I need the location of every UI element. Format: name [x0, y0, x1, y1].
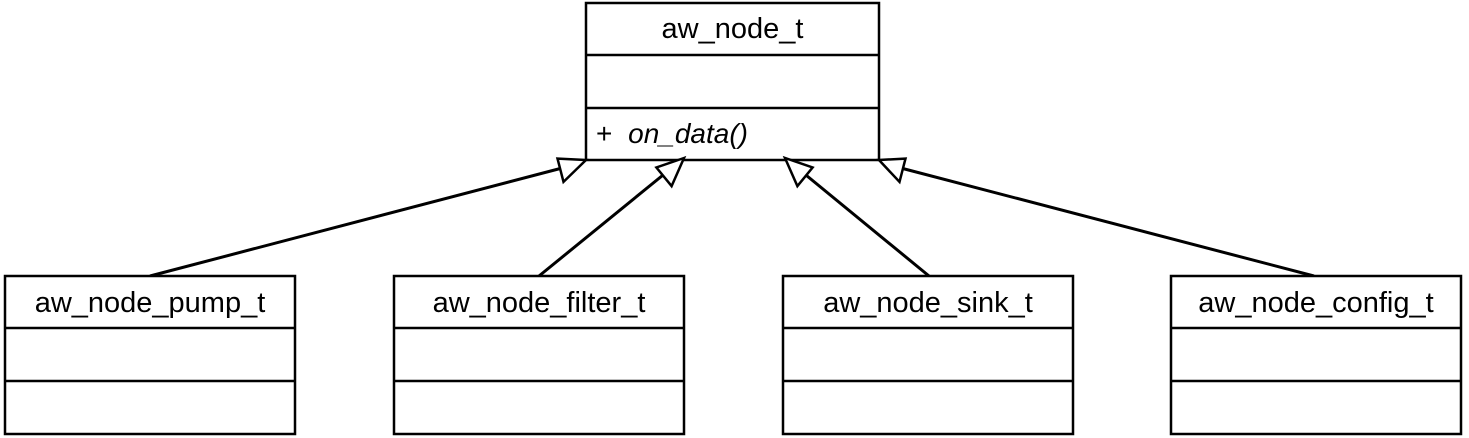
class-box-frame: [584, 1, 881, 162]
arrowhead-pump: [555, 157, 589, 185]
class-box-aw-node-filter-t: aw_node_filter_t: [392, 274, 686, 436]
edge-pump-to-base: [149, 165, 567, 278]
generalization-edges: [149, 165, 1315, 278]
class-box-aw-node-t: aw_node_t + on_data(): [584, 1, 881, 162]
operation-visibility: +: [596, 118, 612, 149]
class-name: aw_node_config_t: [1198, 287, 1433, 319]
edge-filter-to-base: [538, 169, 669, 278]
class-box-aw-node-config-t: aw_node_config_t: [1169, 274, 1463, 436]
generalization-arrowheads: [555, 155, 908, 189]
arrowhead-sink: [782, 155, 815, 189]
edge-config-to-base: [896, 165, 1315, 278]
operation-on-data: + on_data(): [596, 118, 748, 149]
class-name: aw_node_pump_t: [35, 287, 266, 319]
arrowhead-config: [876, 157, 908, 185]
arrowhead-filter: [654, 155, 687, 189]
class-name: aw_node_filter_t: [433, 287, 646, 319]
class-box-frame: [392, 274, 686, 436]
edge-sink-to-base: [800, 169, 930, 278]
class-box-aw-node-sink-t: aw_node_sink_t: [781, 274, 1075, 436]
class-box-aw-node-pump-t: aw_node_pump_t: [3, 274, 297, 436]
class-box-frame: [781, 274, 1075, 436]
class-name: aw_node_t: [662, 13, 804, 45]
operation-name: on_data(): [628, 118, 748, 149]
class-box-frame: [1169, 274, 1463, 436]
class-box-frame: [3, 274, 297, 436]
class-name: aw_node_sink_t: [823, 287, 1033, 319]
